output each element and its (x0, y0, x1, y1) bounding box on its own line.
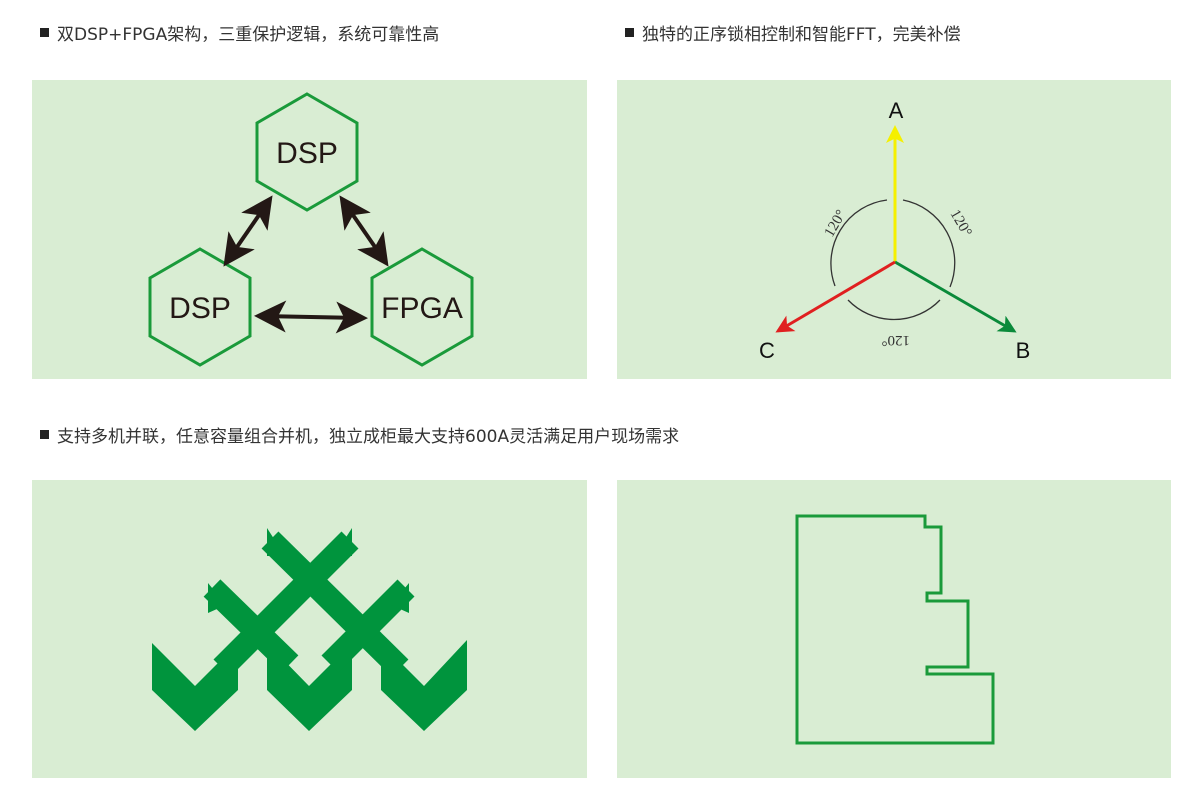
dsp-top-label: DSP (276, 137, 338, 170)
arrow-top-left (223, 195, 273, 267)
bullet-icon (40, 28, 49, 37)
heading-text: 双DSP+FPGA架构，三重保护逻辑，系统可靠性高 (57, 25, 440, 45)
heading-text: 独特的正序锁相控制和智能FFT，完美补偿 (642, 25, 961, 45)
bullet-icon (625, 28, 634, 37)
arrow-bottom (254, 300, 368, 334)
heading-phase-lock: 独特的正序锁相控制和智能FFT，完美补偿 (625, 20, 961, 45)
hexagon-top (255, 92, 359, 212)
heading-text: 支持多机并联，任意容量组合并机，独立成柜最大支持600A灵活满足用户现场需求 (57, 427, 680, 447)
phase-c-arrow (775, 260, 896, 333)
phase-a-label: A (889, 98, 904, 123)
fpga-label: FPGA (381, 292, 463, 325)
bullet-icon (40, 430, 49, 439)
hexagon-left (148, 247, 252, 367)
cabinet-outline (795, 514, 995, 745)
dsp-left-label: DSP (169, 292, 231, 325)
heading-architecture: 双DSP+FPGA架构，三重保护逻辑，系统可靠性高 (40, 20, 439, 45)
angle-arcs (830, 199, 956, 321)
angle-label-ab: 120° (947, 207, 975, 240)
phase-b-arrow (894, 260, 1017, 333)
heading-parallel: 支持多机并联，任意容量组合并机，独立成柜最大支持600A灵活满足用户现场需求 (40, 422, 679, 447)
cabinet-panel (617, 480, 1171, 778)
parallel-logo (152, 528, 467, 731)
angle-label-bc: 120° (882, 332, 911, 348)
phase-b-label: B (1016, 338, 1031, 363)
arrow-top-right (339, 195, 389, 267)
hexagon-right (370, 247, 474, 367)
phase-c-label: C (759, 338, 775, 363)
